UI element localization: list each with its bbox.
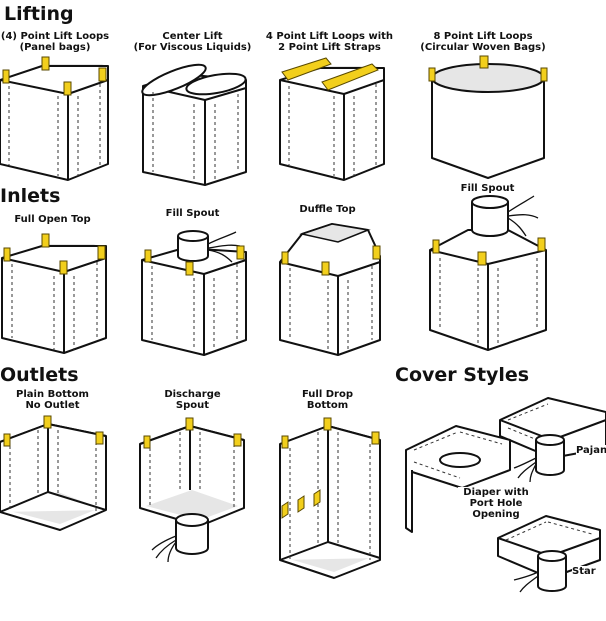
lift-loop xyxy=(479,55,489,69)
bag-duffle-top xyxy=(279,223,381,356)
caption-line: Spout xyxy=(175,400,210,411)
lift-strap xyxy=(321,63,379,91)
lift-loop xyxy=(371,431,380,445)
section-heading-outlets: Outlets xyxy=(0,364,79,386)
cover-diaper-port-hole xyxy=(405,425,511,533)
label-pajama-cover: Pajan xyxy=(576,445,606,456)
bag-fill-spout-circular xyxy=(429,195,547,351)
caption-line: Bottom xyxy=(306,400,349,411)
caption-line: 8 Point Lift Loops xyxy=(433,31,533,42)
caption-line: (Circular Woven Bags) xyxy=(420,42,546,53)
caption-eight-point-lift-loops: 8 Point Lift Loops (Circular Woven Bags) xyxy=(418,31,548,53)
bag-lift-loops-with-straps xyxy=(279,57,385,181)
lift-strap xyxy=(281,57,332,81)
caption-four-point-lift-loops: (4) Point Lift Loops (Panel bags) xyxy=(0,31,110,53)
bag-full-open-top xyxy=(1,233,107,354)
lift-loop xyxy=(428,67,436,82)
section-heading-lifting: Lifting xyxy=(4,3,74,25)
lift-loop xyxy=(540,67,548,82)
lift-loop xyxy=(477,251,487,266)
label-line: Opening xyxy=(472,509,520,520)
lift-loop xyxy=(144,249,152,263)
lift-loop xyxy=(185,261,194,276)
lift-loop xyxy=(236,245,245,260)
bag-center-lift xyxy=(141,63,247,186)
caption-duffle-top: Duffle Top xyxy=(299,204,356,215)
caption-fill-spout: Fill Spout xyxy=(165,208,220,219)
bag-four-point-lift xyxy=(0,56,109,181)
bag-discharge-spout xyxy=(139,417,245,563)
caption-line: (Panel bags) xyxy=(19,42,91,53)
lift-loop xyxy=(98,67,107,82)
lift-loop xyxy=(63,81,72,96)
bag-full-drop-bottom xyxy=(279,417,381,579)
caption-full-drop-bottom: Full Drop Bottom xyxy=(285,389,370,411)
bag-eight-point-lift xyxy=(428,55,548,179)
lift-loop xyxy=(97,245,106,260)
caption-line: Plain Bottom xyxy=(16,389,89,400)
lift-loop xyxy=(321,261,330,276)
caption-lift-loops-with-straps: 4 Point Lift Loops with 2 Point Lift Str… xyxy=(262,31,397,53)
lift-loop xyxy=(41,56,50,71)
caption-line: Full Drop xyxy=(301,389,354,400)
lift-loop xyxy=(95,431,104,445)
cover-star xyxy=(497,515,601,593)
lift-loop xyxy=(43,415,52,429)
lift-loop xyxy=(323,417,332,431)
label-line: Port Hole xyxy=(469,498,523,509)
lift-loop xyxy=(2,69,10,84)
lift-loop xyxy=(59,260,68,275)
lift-loop xyxy=(537,237,546,252)
caption-line: Center Lift xyxy=(162,31,223,42)
lift-loop xyxy=(143,435,151,449)
caption-line: Discharge xyxy=(164,389,221,400)
section-heading-cover-styles: Cover Styles xyxy=(395,364,530,386)
cover-pajama xyxy=(499,397,606,483)
bag-plain-bottom xyxy=(0,415,107,531)
label-star-cover: Star xyxy=(572,566,596,577)
caption-plain-bottom: Plain Bottom No Outlet xyxy=(5,389,100,411)
lift-loop xyxy=(233,433,242,447)
drop-tab xyxy=(313,489,321,507)
lift-loop xyxy=(432,239,440,254)
caption-line: No Outlet xyxy=(25,400,80,411)
caption-line: 2 Point Lift Straps xyxy=(278,42,381,53)
lift-loop xyxy=(41,233,50,248)
drop-tab xyxy=(297,495,305,513)
lift-loop xyxy=(281,251,289,265)
caption-discharge-spout: Discharge Spout xyxy=(150,389,235,411)
caption-line: (4) Point Lift Loops xyxy=(0,31,110,42)
section-heading-inlets: Inlets xyxy=(0,185,61,207)
bag-fill-spout xyxy=(141,230,247,356)
lift-loop xyxy=(281,435,289,449)
lift-loop xyxy=(185,417,194,431)
drop-tab xyxy=(281,501,289,519)
lift-loop xyxy=(3,247,11,262)
lift-loop xyxy=(3,433,11,447)
lift-loop xyxy=(372,245,381,260)
caption-line: (For Viscous Liquids) xyxy=(133,42,252,53)
caption-center-lift: Center Lift (For Viscous Liquids) xyxy=(130,31,255,53)
label-diaper-cover: Diaper with Port Hole Opening xyxy=(458,487,534,520)
caption-full-open-top: Full Open Top xyxy=(14,214,91,225)
caption-line: 4 Point Lift Loops with xyxy=(265,31,394,42)
caption-fill-spout-circular: Fill Spout xyxy=(460,183,515,194)
label-line: Diaper with xyxy=(463,487,529,498)
